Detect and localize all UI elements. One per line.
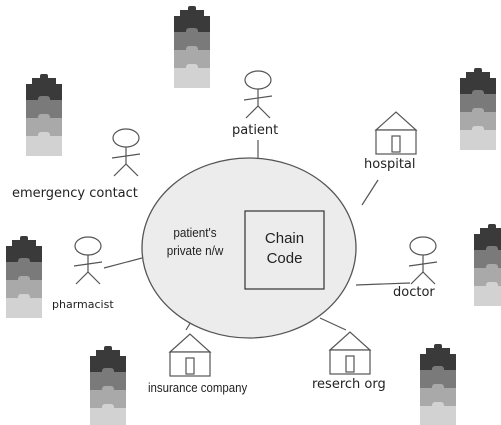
hospital-label: hospital <box>364 157 416 172</box>
puzzle-block-icon <box>420 344 456 425</box>
puzzle-block-icon <box>6 236 42 318</box>
pharmacist-figure-icon <box>73 236 103 285</box>
doctor-connector <box>355 282 411 286</box>
network-label-line2: private n/w <box>166 242 224 258</box>
research-org-label: reserch org <box>312 377 386 392</box>
hospital-connector <box>361 179 379 206</box>
network-label: patient's private n/w <box>155 224 236 259</box>
insurance-building-icon <box>169 333 211 377</box>
chaincode-box <box>244 210 325 290</box>
chaincode-label-line2: Code <box>266 249 303 267</box>
patient-label: patient <box>232 123 279 138</box>
research-connector <box>319 317 347 331</box>
puzzle-block-icon <box>174 6 210 88</box>
patient-figure-icon <box>243 70 273 119</box>
pharmacist-label: pharmacist <box>52 298 114 311</box>
emergency-contact-label: emergency contact <box>12 186 138 201</box>
pharmacist-connector <box>103 257 143 269</box>
puzzle-block-icon <box>26 74 62 156</box>
chaincode-label: Chain Code <box>245 229 324 268</box>
chaincode-label-line1: Chain <box>264 230 305 247</box>
doctor-label: doctor <box>393 285 435 300</box>
insurance-company-label: insurance company <box>148 380 248 395</box>
research-building-icon <box>329 331 371 375</box>
doctor-figure-icon <box>408 236 438 285</box>
emergency-contact-figure-icon <box>111 128 141 177</box>
puzzle-block-icon <box>90 346 126 425</box>
puzzle-block-icon <box>474 224 501 306</box>
puzzle-block-icon <box>460 68 496 150</box>
network-label-line1: patient's <box>173 225 217 240</box>
hospital-building-icon <box>375 111 417 155</box>
